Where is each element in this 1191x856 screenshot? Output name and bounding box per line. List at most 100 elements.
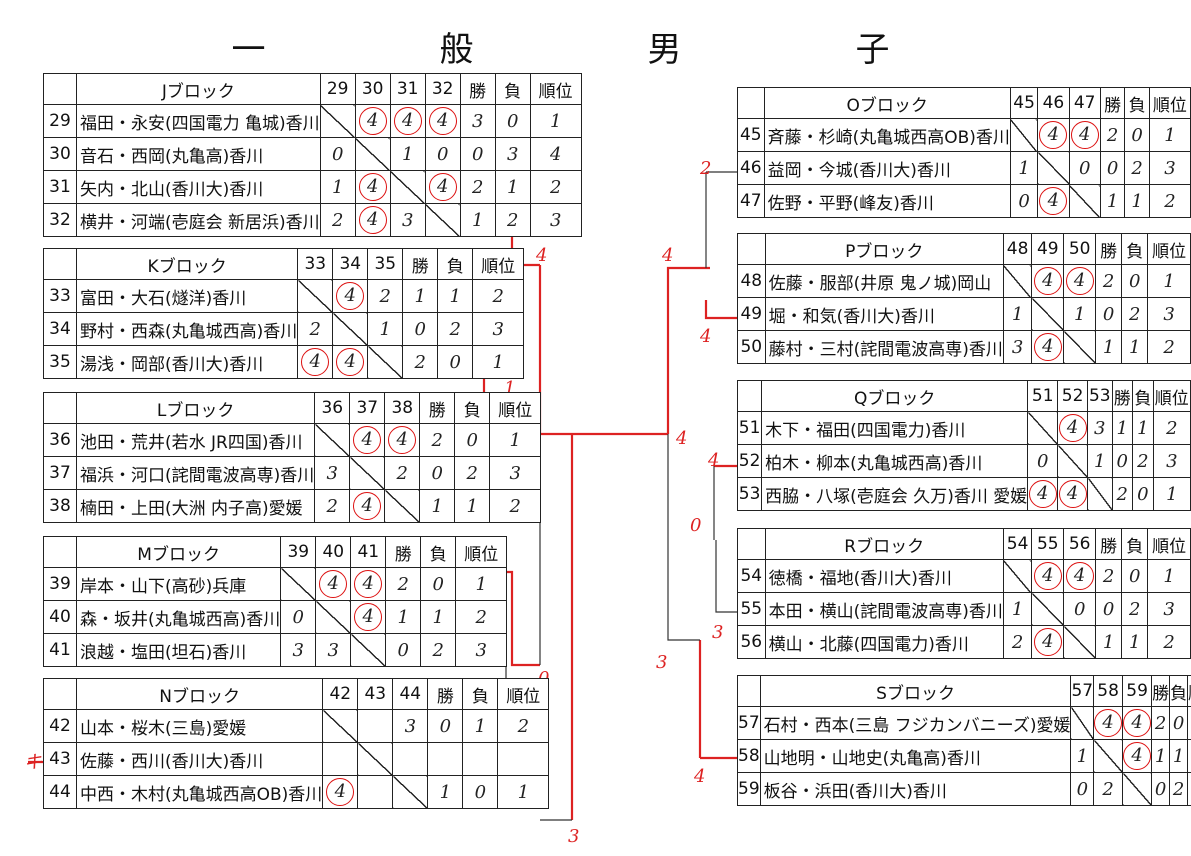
rank-value: 1 xyxy=(492,351,504,373)
block-name: Kブロック xyxy=(75,248,299,280)
rank-value-cell: 2 xyxy=(529,170,582,204)
loss-header: 負 xyxy=(462,678,499,710)
match-score-cell xyxy=(357,775,394,809)
rank-value: 2 xyxy=(1166,417,1178,439)
opponent-number: 29 xyxy=(319,73,356,105)
block-name: Pブロック xyxy=(764,233,1004,265)
bracket-score: 4 xyxy=(536,245,548,266)
wins-value-cell: 2 xyxy=(459,170,496,204)
opponent-number: 43 xyxy=(357,678,394,710)
block-name: Mブロック xyxy=(75,536,282,568)
diagonal-cell xyxy=(1070,706,1095,740)
wins-value: 0 xyxy=(439,715,452,737)
match-score: 1 xyxy=(1073,303,1086,325)
player-number: 46 xyxy=(737,151,765,185)
rank-value-cell: 2 xyxy=(489,489,542,523)
player-number: 29 xyxy=(43,104,77,138)
wins-value-cell: 1 xyxy=(419,489,456,523)
opponent-number: 31 xyxy=(389,73,426,105)
win-score-circled: 4 xyxy=(393,107,422,135)
player-name: 石村・西本(三島 フジカンバニーズ)愛媛 xyxy=(759,706,1072,740)
opponent-number: 58 xyxy=(1093,675,1124,707)
rank-value-cell: 3 xyxy=(1152,444,1191,478)
block-name: Qブロック xyxy=(761,380,1029,412)
match-score-cell: 3 xyxy=(1087,411,1113,445)
wins-value: 2 xyxy=(1102,270,1115,292)
opponent-number: 33 xyxy=(297,248,334,280)
losses-value: 0 xyxy=(1129,270,1141,292)
player-number: 31 xyxy=(43,170,77,204)
wins-value: 1 xyxy=(1116,417,1128,439)
win-score-circled: 4 xyxy=(1033,333,1062,361)
rank-value: 2 xyxy=(549,176,562,198)
rank-value-cell: 2 xyxy=(1147,625,1191,659)
match-score-cell: 0 xyxy=(1068,151,1101,185)
rank-value: 2 xyxy=(517,715,530,737)
player-name: 堀・和気(香川大)香川 xyxy=(764,297,1004,331)
losses-value-cell: 0 xyxy=(1132,477,1154,511)
win-score-circled: 4 xyxy=(1033,267,1062,295)
block-name: Lブロック xyxy=(75,392,316,424)
wins-value-cell: 2 xyxy=(402,345,439,379)
rank-value-cell: 2 xyxy=(497,709,550,743)
diagonal-cell xyxy=(349,456,386,490)
opponent-number: 40 xyxy=(315,536,352,568)
player-name: 本田・横山(詫間電波高専)香川 xyxy=(764,592,1004,626)
rank-value: 3 xyxy=(1163,303,1175,325)
player-name: 木下・福田(四国電力)香川 xyxy=(761,411,1029,445)
wins-value-cell: 1 xyxy=(1099,184,1126,218)
diagonal-cell xyxy=(1087,477,1113,511)
match-score-cell: 4 xyxy=(1063,264,1097,298)
opponent-number: 45 xyxy=(1009,87,1039,119)
match-score: 0 xyxy=(1018,190,1030,212)
player-name: 森・坂井(丸亀城西高)香川 xyxy=(75,600,282,634)
losses-value-cell: 1 xyxy=(1124,184,1150,218)
losses-value: 2 xyxy=(466,462,478,484)
win-header: 勝 xyxy=(385,536,422,568)
win-score-circled: 4 xyxy=(336,282,365,310)
losses-value: 2 xyxy=(1137,450,1149,472)
wins-value: 1 xyxy=(1102,336,1115,358)
match-score-cell: 4 xyxy=(350,567,387,601)
loss-header: 負 xyxy=(1169,675,1189,707)
player-number: 57 xyxy=(737,706,761,740)
bracket-score: 4 xyxy=(662,245,674,266)
match-score-cell: 2 xyxy=(314,489,351,523)
match-score: 0 xyxy=(1073,598,1086,620)
diagonal-cell xyxy=(354,137,391,171)
opponent-number: 42 xyxy=(322,678,359,710)
player-number: 54 xyxy=(737,559,766,593)
losses-value: 2 xyxy=(1131,157,1143,179)
diagonal-cell xyxy=(1002,559,1033,593)
rank-value: 3 xyxy=(1166,450,1178,472)
losses-value: 1 xyxy=(1129,631,1141,653)
losses-value: 1 xyxy=(466,495,478,517)
opponent-number: 57 xyxy=(1070,675,1095,707)
win-score-circled: 4 xyxy=(1123,742,1151,770)
rank-value-cell: 3 xyxy=(489,456,542,490)
loss-header: 負 xyxy=(494,73,531,105)
wins-value: 0 xyxy=(414,318,426,340)
match-score-cell: 2 xyxy=(319,203,356,237)
rank-value: 2 xyxy=(1164,190,1176,212)
win-score-circled: 4 xyxy=(1094,709,1122,737)
match-score-cell: 4 xyxy=(349,423,386,457)
losses-value-cell: 0 xyxy=(437,345,474,379)
wins-value: 2 xyxy=(414,351,426,373)
loss-header: 負 xyxy=(420,536,457,568)
player-number: 44 xyxy=(43,775,77,809)
losses-value: 1 xyxy=(1129,336,1141,358)
win-score-circled: 4 xyxy=(1065,267,1094,295)
rank-value-cell: 4 xyxy=(529,137,582,171)
opponent-number: 39 xyxy=(280,536,317,568)
rank-header: 順位 xyxy=(1147,528,1191,560)
player-name: 湯浅・岡部(香川大)香川 xyxy=(75,345,299,379)
match-score-cell: 1 xyxy=(1002,297,1033,331)
